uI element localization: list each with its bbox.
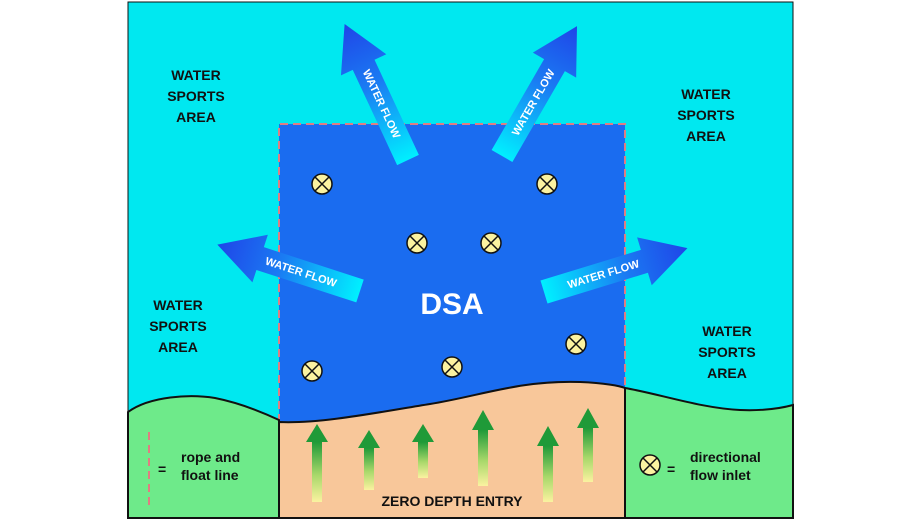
svg-text:SPORTS: SPORTS <box>677 107 735 123</box>
grass-left <box>127 395 280 519</box>
circle-x-icon <box>639 454 661 476</box>
svg-text:float line: float line <box>181 467 239 483</box>
water-sports-area-mid-right: WATER SPORTS AREA <box>698 323 756 381</box>
svg-text:SPORTS: SPORTS <box>149 318 207 334</box>
flow-inlet-icon <box>536 173 558 195</box>
svg-text:=: = <box>667 461 675 477</box>
svg-text:WATER: WATER <box>702 323 752 339</box>
water-sports-area-top-right: WATER SPORTS AREA <box>677 86 735 144</box>
svg-text:WATER: WATER <box>171 67 221 83</box>
flow-inlet-icon <box>480 232 502 254</box>
svg-text:directional: directional <box>690 449 761 465</box>
flow-inlet-icon <box>311 173 333 195</box>
entry-arrow-icon <box>358 430 380 490</box>
entry-arrow-icon <box>412 424 434 478</box>
flow-inlet-icon <box>406 232 428 254</box>
svg-text:AREA: AREA <box>707 365 747 381</box>
entry-arrow-icon <box>472 410 494 486</box>
svg-text:flow inlet: flow inlet <box>690 467 751 483</box>
svg-text:WATER: WATER <box>681 86 731 102</box>
flow-inlet-icon <box>565 333 587 355</box>
svg-text:AREA: AREA <box>686 128 726 144</box>
svg-text:SPORTS: SPORTS <box>698 344 756 360</box>
svg-text:SPORTS: SPORTS <box>167 88 225 104</box>
svg-text:=: = <box>158 461 166 477</box>
water-sports-area-top-left: WATER SPORTS AREA <box>167 67 225 125</box>
svg-text:AREA: AREA <box>176 109 216 125</box>
svg-text:WATER: WATER <box>153 297 203 313</box>
entry-arrow-icon <box>537 426 559 502</box>
legend-inlet: = directional flow inlet <box>639 449 761 483</box>
entry-arrow-icon <box>577 408 599 482</box>
entry-arrow-icon <box>306 424 328 502</box>
grass-right <box>624 386 794 519</box>
svg-text:AREA: AREA <box>158 339 198 355</box>
svg-text:rope and: rope and <box>181 449 240 465</box>
legend-rope: = rope and float line <box>148 432 240 508</box>
dsa-title: DSA <box>420 288 483 321</box>
flow-inlet-icon <box>441 356 463 378</box>
flow-inlet-icon <box>301 360 323 382</box>
zero-depth-entry-label: ZERO DEPTH ENTRY <box>381 493 523 509</box>
water-sports-area-mid-left: WATER SPORTS AREA <box>149 297 207 355</box>
